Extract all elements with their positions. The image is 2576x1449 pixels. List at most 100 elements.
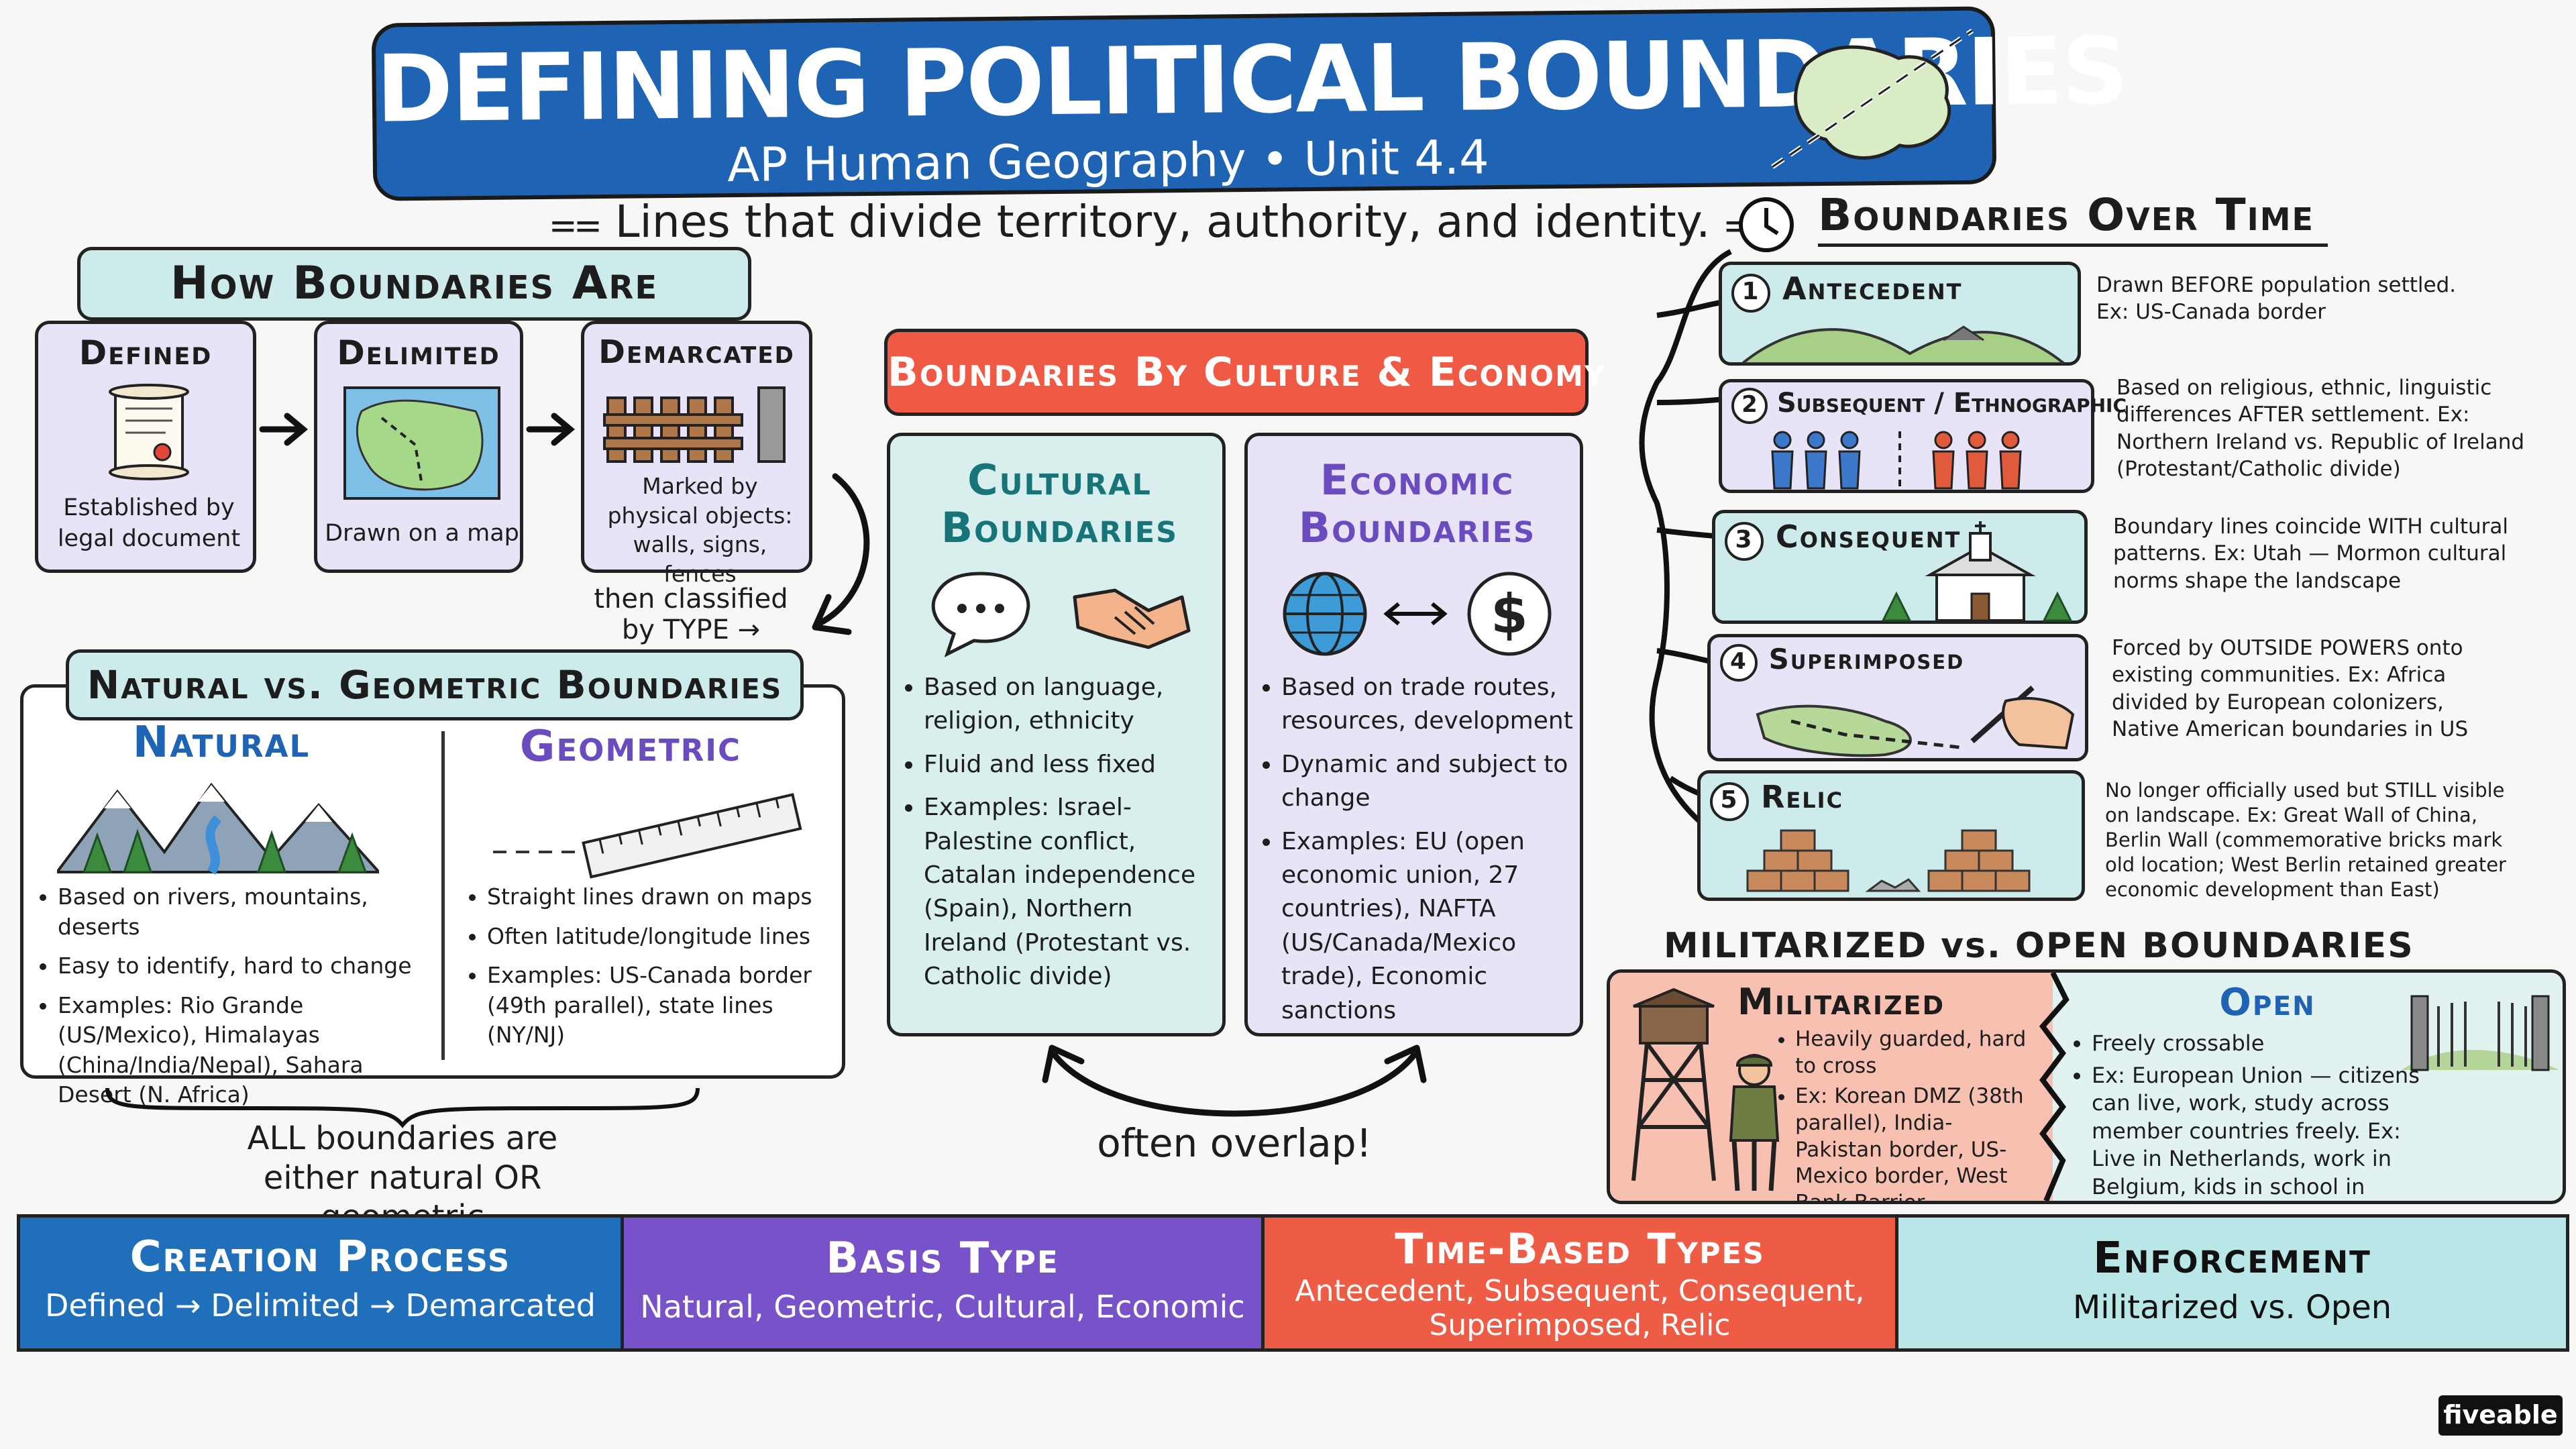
economic-card: Economic Boundaries $ Based on trade rou… — [1244, 433, 1583, 1036]
list-item: Examples: US-Canada border (49th paralle… — [487, 961, 839, 1051]
number-badge: 5 — [1710, 782, 1749, 821]
open-bullets: Freely crossable Ex: European Union — ci… — [2073, 1030, 2449, 1201]
number-badge: 4 — [1720, 644, 1758, 682]
hills-icon — [1742, 325, 2064, 364]
summary-desc: Defined → Delimited → Demarcated — [45, 1287, 596, 1324]
people-groups-icon — [1771, 431, 2022, 490]
arrow-icon — [259, 413, 309, 446]
time-type-name: 4 Superimposed — [1720, 643, 1964, 682]
natgeo-heading: Natural vs. Geometric Boundaries — [66, 649, 804, 720]
ruler-icon — [493, 793, 802, 879]
brand-logo: fiveable — [2438, 1395, 2563, 1436]
time-type-name: 5 Relic — [1710, 779, 1843, 821]
step-label: Defined — [78, 333, 213, 372]
church-icon — [1881, 521, 2073, 622]
culture-economy-heading: Boundaries By Culture & Economy — [884, 329, 1605, 416]
globe-icon — [1283, 572, 1367, 656]
list-item: Often latitude/longitude lines — [487, 922, 839, 952]
milopen-heading: MILITARIZED vs. OPEN BOUNDARIES — [1664, 926, 2414, 966]
summary-title: Basis Type — [826, 1234, 1059, 1283]
curved-arrow-icon — [812, 473, 870, 635]
economic-title: Economic Boundaries — [1298, 455, 1536, 553]
list-item: Easy to identify, hard to change — [58, 951, 443, 981]
milopen-panel: Militarized Heavily guarded, hard to cro… — [1607, 969, 2566, 1204]
natural-bullets: Based on rivers, mountains, deserts Easy… — [34, 882, 443, 1120]
list-item: Straight lines drawn on maps — [487, 882, 839, 912]
tagline: ⩵ Lines that divide territory, authority… — [550, 196, 1775, 248]
list-item: Heavily guarded, hard to cross — [1795, 1026, 2038, 1079]
list-item: Examples: Israel-Palestine conflict, Cat… — [924, 791, 1220, 994]
number-badge: 1 — [1731, 274, 1770, 313]
fence-icon — [603, 386, 786, 463]
step-defined-card: Defined Established by legal document — [35, 321, 256, 573]
summary-title: Time-Based Types — [1395, 1224, 1765, 1273]
time-type-desc: Boundary lines coincide WITH cultural pa… — [2113, 515, 2508, 593]
summary-bar: Creation Process Defined → Delimited → D… — [17, 1214, 2569, 1352]
creation-heading: How Boundaries Are Created — [77, 247, 751, 377]
time-type-name: 3 Consequent — [1725, 519, 1961, 561]
page-title: DEFINING POLITICAL BOUNDARIES — [375, 17, 2128, 144]
arrow-icon — [526, 413, 576, 446]
time-type-card: 4 Superimposed — [1707, 634, 2088, 761]
timeline-arrows — [1639, 249, 1732, 828]
handshake-icon — [1073, 588, 1191, 649]
open-title: Open — [2219, 981, 2316, 1024]
soldier-icon — [1729, 1054, 1780, 1191]
step-demarcated-card: Demarcated Marked by physical objects: w… — [581, 321, 812, 587]
summary-cell-basis: Basis Type Natural, Geometric, Cultural,… — [624, 1218, 1265, 1348]
overlap-note: often overlap! — [1097, 1120, 1372, 1166]
geometric-title: Geometric — [519, 722, 742, 771]
time-type-name: 2 Subsequent / Ethnographic — [1731, 388, 2127, 424]
cultural-bullets: Based on language, religion, ethnicity F… — [900, 671, 1220, 1004]
step-label: Demarcated — [598, 333, 795, 371]
overlap-arrow-icon — [1042, 1044, 1427, 1117]
number-badge: 3 — [1725, 522, 1764, 561]
economic-bullets: Based on trade routes, resources, develo… — [1257, 671, 1578, 1037]
list-item: Examples: EU (open economic union, 27 co… — [1281, 825, 1578, 1028]
summary-desc: Natural, Geometric, Cultural, Economic — [640, 1289, 1245, 1325]
list-item: Freely crossable — [2092, 1030, 2449, 1058]
list-item: Ex: European Union — citizens can live, … — [2092, 1062, 2449, 1201]
summary-title: Enforcement — [2093, 1234, 2371, 1283]
time-heading: Boundaries Over Time — [1818, 189, 2328, 247]
brick-wall-icon — [1746, 829, 2031, 892]
natgeo-panel — [20, 684, 845, 1079]
number-badge: 2 — [1731, 388, 1768, 424]
time-type-name: 1 Antecedent — [1731, 270, 1962, 313]
time-type-desc: Forced by OUTSIDE POWERS onto existing c… — [2112, 636, 2469, 741]
time-type-card: 3 Consequent — [1712, 510, 2088, 624]
cultural-title: Cultural Boundaries — [941, 455, 1179, 553]
summary-cell-time: Time-Based Types Antecedent, Subsequent,… — [1265, 1218, 1898, 1348]
then-classified-note: then classified by TYPE → — [594, 584, 788, 645]
mountains-icon — [57, 782, 379, 875]
summary-cell-enforcement: Enforcement Militarized vs. Open — [1898, 1218, 2566, 1348]
time-type-desc: Based on religious, ethnic, linguistic d… — [2116, 376, 2525, 481]
clock-icon — [1739, 197, 1794, 252]
geometric-bullets: Straight lines drawn on maps Often latit… — [463, 882, 839, 1060]
step-desc: Marked by physical objects: walls, signs… — [607, 473, 793, 587]
step-desc: Drawn on a map — [325, 520, 519, 547]
natgeo-divider — [441, 731, 445, 1060]
list-item: Ex: Korean DMZ (38th parallel), India-Pa… — [1795, 1083, 2038, 1201]
speech-bubble-icon — [931, 572, 1030, 657]
two-way-arrow-icon — [1383, 602, 1448, 626]
summary-desc: Militarized vs. Open — [2072, 1289, 2392, 1326]
time-type-card: 5 Relic — [1697, 770, 2085, 901]
natural-title: Natural — [132, 718, 311, 767]
summary-cell-creation: Creation Process Defined → Delimited → D… — [20, 1218, 624, 1348]
scroll-icon — [109, 384, 189, 480]
time-type-card: 1 Antecedent — [1719, 262, 2081, 366]
summary-desc: Antecedent, Subsequent, Consequent, Supe… — [1295, 1274, 1865, 1342]
map-icon — [343, 386, 500, 500]
list-item: Based on language, religion, ethnicity — [924, 671, 1220, 739]
zigzag-divider — [2039, 973, 2070, 1201]
svg-text:$: $ — [1491, 583, 1528, 645]
list-item: Based on trade routes, resources, develo… — [1281, 671, 1578, 739]
list-item: Dynamic and subject to change — [1281, 748, 1578, 816]
summary-title: Creation Process — [129, 1232, 511, 1282]
title-banner: DEFINING POLITICAL BOUNDARIES AP Human G… — [371, 6, 2128, 201]
step-label: Delimited — [337, 333, 500, 372]
dollar-icon: $ — [1467, 572, 1552, 656]
territory-map-icon — [1771, 28, 1974, 169]
watchtower-icon — [1631, 987, 1716, 1181]
